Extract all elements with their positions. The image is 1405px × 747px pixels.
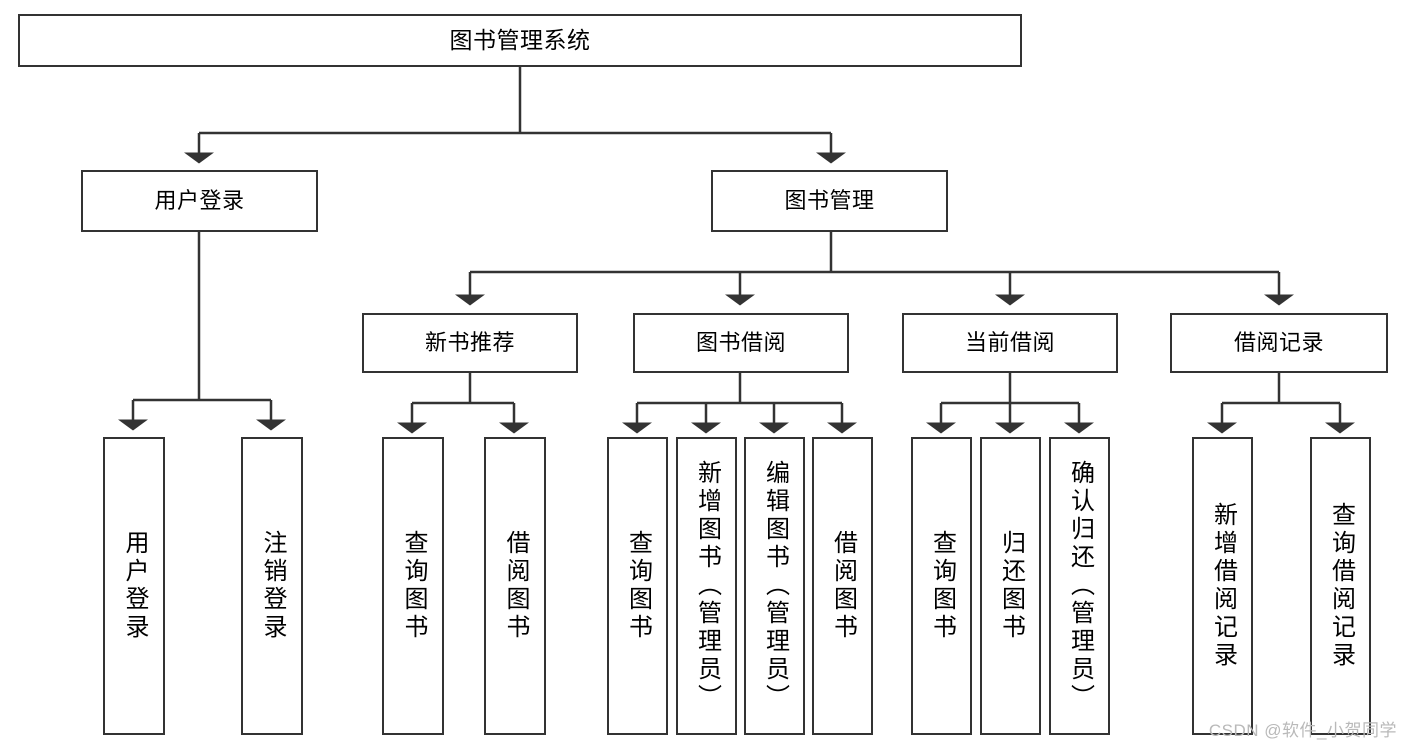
node-leaf-borrow-book-1[interactable]: 借阅图书 [484,437,546,735]
node-leaf-edit-book[interactable]: 编辑图书（管理员） [744,437,805,735]
node-label: 图书管理系统 [449,26,591,53]
node-label: 用户登录 [121,530,148,642]
node-leaf-user-login[interactable]: 用户登录 [103,437,165,735]
node-label: 注销登录 [259,530,286,642]
node-book-manage[interactable]: 图书管理 [711,170,948,232]
node-leaf-query-book-2[interactable]: 查询图书 [607,437,668,735]
node-user-login[interactable]: 用户登录 [81,170,318,232]
node-borrow-record[interactable]: 借阅记录 [1170,313,1388,373]
node-label: 编辑图书（管理员） [761,460,789,712]
node-leaf-add-record[interactable]: 新增借阅记录 [1192,437,1253,735]
node-label: 当前借阅 [964,329,1055,355]
node-leaf-confirm-return[interactable]: 确认归还（管理员） [1049,437,1110,735]
node-leaf-query-book-1[interactable]: 查询图书 [382,437,444,735]
node-label: 查询图书 [624,530,652,642]
node-leaf-add-book[interactable]: 新增图书（管理员） [676,437,737,735]
node-leaf-borrow-book-2[interactable]: 借阅图书 [812,437,873,735]
node-label: 归还图书 [997,530,1025,642]
node-label: 图书借阅 [695,329,786,355]
node-label: 新增借阅记录 [1209,502,1237,670]
node-leaf-logout[interactable]: 注销登录 [241,437,303,735]
node-label: 借阅记录 [1233,329,1324,355]
node-label: 查询图书 [400,530,427,642]
node-label: 查询借阅记录 [1327,502,1355,670]
node-current-borrow[interactable]: 当前借阅 [902,313,1118,373]
node-root-book-management-system[interactable]: 图书管理系统 [18,14,1022,67]
node-leaf-query-book-3[interactable]: 查询图书 [911,437,972,735]
node-label: 确认归还（管理员） [1066,460,1094,712]
node-leaf-return-book[interactable]: 归还图书 [980,437,1041,735]
node-label: 借阅图书 [829,530,857,642]
node-label: 借阅图书 [502,530,529,642]
node-label: 用户登录 [154,187,245,213]
node-label: 图书管理 [784,187,875,213]
node-leaf-query-record[interactable]: 查询借阅记录 [1310,437,1371,735]
csdn-watermark: CSDN @软件_小贺同学 [1208,721,1397,740]
node-label: 新增图书（管理员） [693,460,721,712]
node-label: 查询图书 [928,530,956,642]
node-book-borrow[interactable]: 图书借阅 [633,313,849,373]
node-label: 新书推荐 [424,329,515,355]
node-new-book-recommend[interactable]: 新书推荐 [362,313,578,373]
